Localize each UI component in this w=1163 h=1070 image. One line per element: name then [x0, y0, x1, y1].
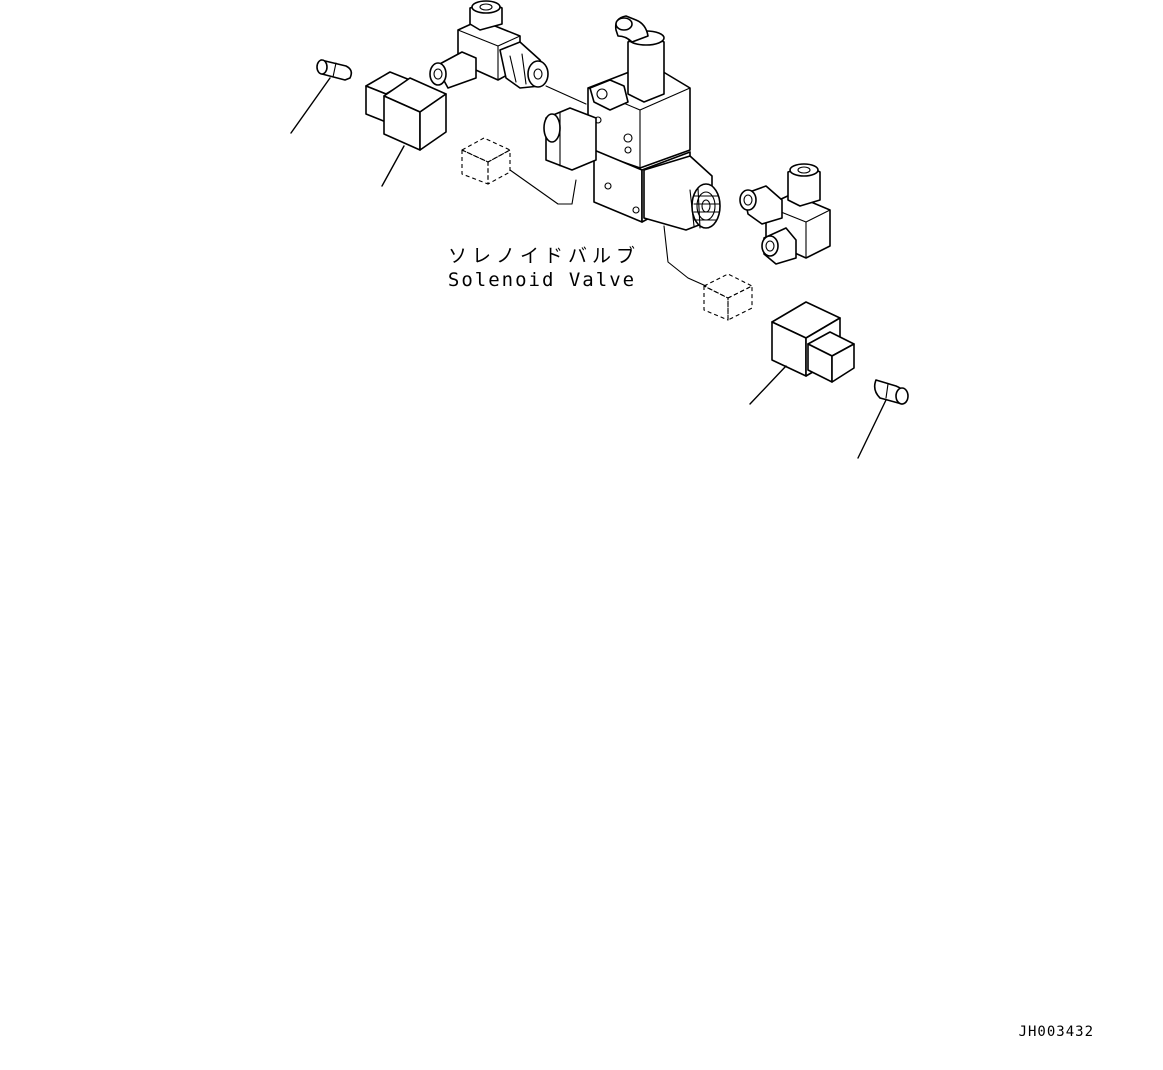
drawing-code: JH003432 — [1019, 1024, 1094, 1040]
solenoid-valve-body — [543, 15, 721, 231]
right-elbow-fitting — [739, 163, 831, 265]
left-bolt-leader — [290, 77, 331, 134]
right-coil-dashed — [663, 225, 753, 321]
left-bolt — [316, 59, 353, 81]
right-connector-leader — [749, 365, 787, 405]
solenoid-valve-label-en: Solenoid Valve — [448, 269, 636, 291]
right-coil-connector — [771, 301, 855, 383]
right-bolt — [873, 379, 909, 405]
left-connector-leader — [381, 145, 405, 187]
left-elbow-fitting — [429, 0, 549, 89]
right-bolt-leader — [857, 399, 887, 459]
left-pipe-line — [545, 85, 587, 105]
left-coil-connector — [365, 71, 447, 151]
solenoid-valve-label-jp: ソレノイドバルブ — [448, 244, 640, 267]
left-coil-dashed — [461, 137, 577, 205]
